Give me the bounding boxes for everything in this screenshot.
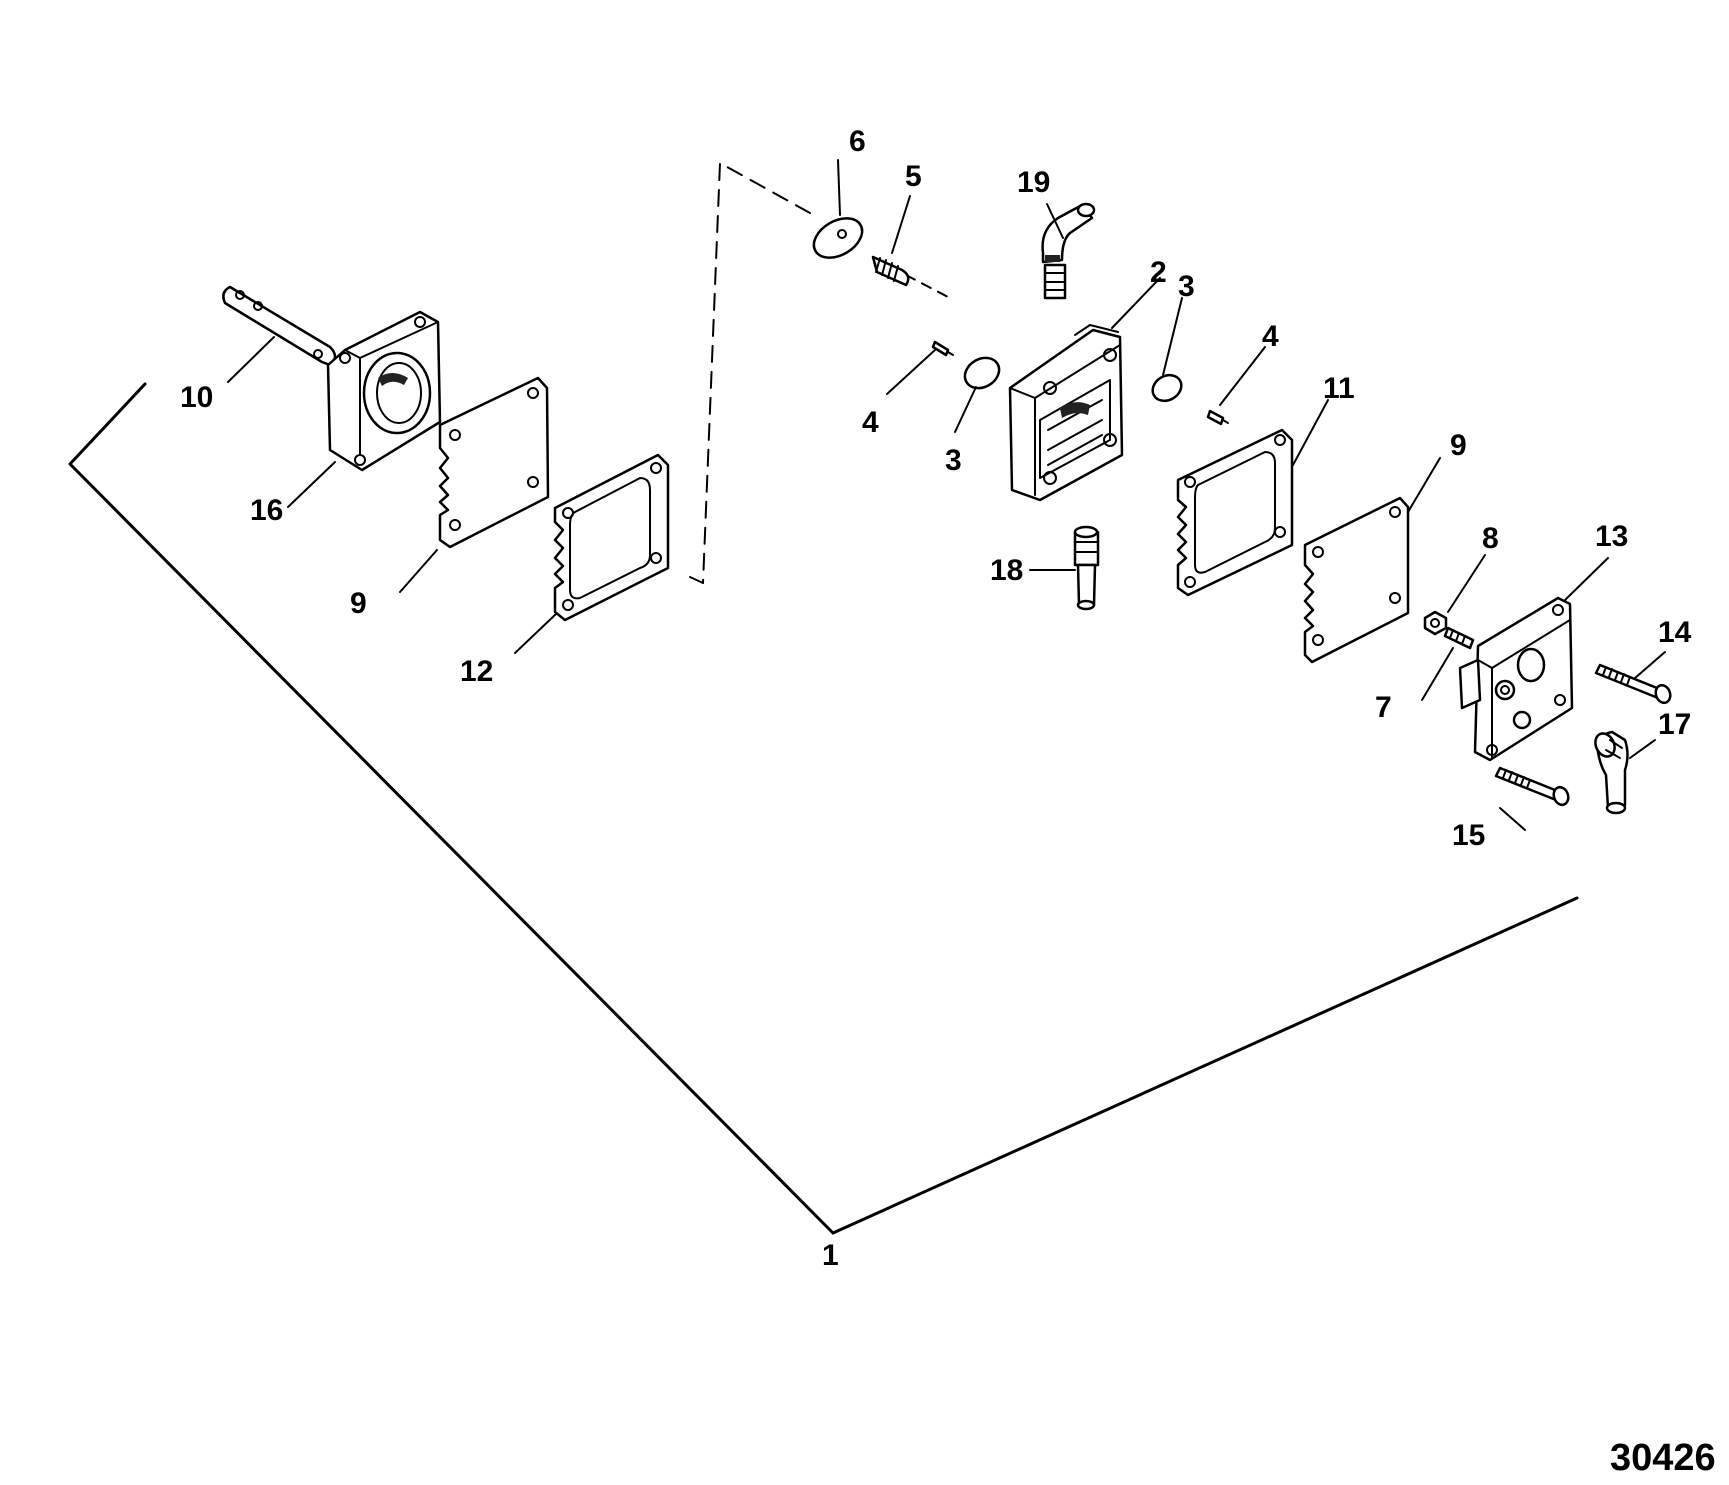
callout-13: 13 — [1595, 520, 1628, 553]
part-9-diaphragm-left — [438, 376, 550, 549]
callout-15: 15 — [1452, 819, 1485, 852]
callout-2: 2 — [1150, 256, 1167, 289]
part-17-elbow-fitting — [1594, 730, 1629, 815]
callout-11: 11 — [1323, 372, 1355, 405]
part-5-spring — [871, 255, 910, 287]
callout-18: 18 — [990, 554, 1023, 587]
part-14-screw — [1594, 663, 1672, 705]
part-3-o-ring-right — [1151, 373, 1183, 403]
callout-7: 7 — [1375, 691, 1392, 724]
callout-12: 12 — [460, 655, 493, 688]
callout-9-right: 9 — [1450, 429, 1467, 462]
callout-10: 10 — [180, 381, 213, 414]
callout-3-right: 3 — [1178, 270, 1195, 303]
part-6-disc — [812, 217, 864, 259]
part-8-nut — [1423, 610, 1448, 636]
callout-17: 17 — [1658, 708, 1691, 741]
part-19-elbow-fitting — [1041, 202, 1096, 300]
callout-4-left: 4 — [862, 406, 879, 439]
part-10-link-arm — [222, 285, 337, 367]
callout-16: 16 — [250, 494, 283, 527]
part-3-o-ring-left — [963, 356, 1001, 390]
callout-9-left: 9 — [350, 587, 367, 620]
callout-3-left: 3 — [945, 444, 962, 477]
callout-1: 1 — [822, 1239, 839, 1272]
part-11-gasket-right — [1176, 428, 1294, 597]
figure-number: 30426 — [1610, 1437, 1716, 1479]
leader-lines — [227, 159, 1666, 831]
callout-14: 14 — [1658, 616, 1692, 649]
callout-5: 5 — [905, 160, 922, 193]
callout-4-right: 4 — [1262, 320, 1279, 353]
part-13-pump-cover — [1458, 596, 1574, 762]
part-16-pump-base — [326, 310, 442, 472]
part-12-gasket-left — [553, 453, 670, 622]
callout-6: 6 — [849, 125, 866, 158]
part-15-screw — [1494, 766, 1570, 807]
dashed-assembly-line — [689, 162, 951, 584]
part-4-pin-left — [931, 340, 954, 357]
callout-19: 19 — [1017, 166, 1050, 199]
part-18-hose-fitting — [1073, 525, 1100, 611]
part-2-pump-body — [1008, 324, 1124, 502]
callout-8: 8 — [1482, 522, 1499, 555]
part-9-diaphragm-right — [1303, 496, 1410, 664]
kit-bracket-1 — [68, 382, 1579, 1235]
part-7-stud — [1443, 626, 1475, 650]
part-4-pin-right — [1206, 409, 1229, 426]
